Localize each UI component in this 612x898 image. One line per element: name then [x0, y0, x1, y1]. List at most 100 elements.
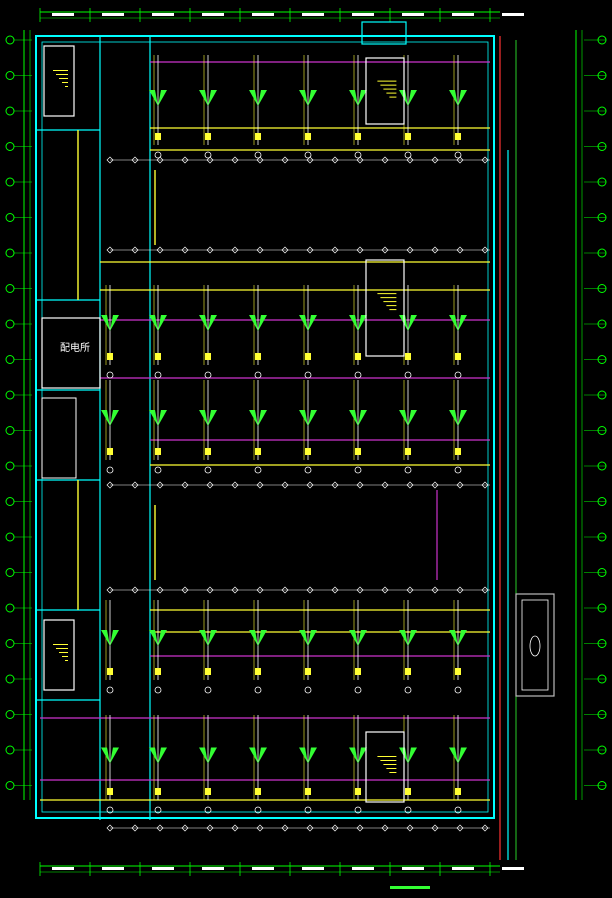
corridor-node: [406, 246, 414, 254]
scale-bar: [390, 886, 430, 889]
dimension-text-mark: [302, 13, 324, 16]
junction-node: [454, 466, 462, 474]
corridor-node: [106, 824, 114, 832]
equipment-box-icon: [255, 133, 261, 140]
corridor-node: [281, 481, 289, 489]
grid-bubble-icon: [5, 745, 15, 755]
branch-arrow: [358, 747, 367, 764]
equipment-box-icon: [305, 353, 311, 360]
cable-branch-icon: [299, 380, 317, 474]
junction-node: [454, 686, 462, 694]
junction-node: [254, 806, 262, 814]
corridor-node: [456, 246, 464, 254]
junction-node: [204, 371, 212, 379]
bottom-dimension-line: [39, 862, 524, 876]
cable-branch-icon: [249, 380, 267, 474]
corridor-node: [481, 824, 489, 832]
cable-branch-icon: [299, 285, 317, 379]
branch-arrow: [258, 410, 267, 426]
cable-branch-icon: [399, 715, 417, 814]
corridor-node: [206, 246, 214, 254]
branch-arrow: [208, 410, 217, 426]
branch-arrow: [458, 410, 467, 426]
stair-enclosure: [365, 259, 405, 357]
corridor-node: [256, 586, 264, 594]
dimension-text-mark: [52, 867, 74, 870]
cable-branch-icon: [449, 380, 467, 474]
equipment-panel-inner: [521, 599, 549, 691]
branch-arrow: [258, 315, 267, 331]
corridor-node: [381, 824, 389, 832]
equipment-box-icon: [107, 668, 113, 675]
branch-arrow: [249, 90, 258, 106]
grid-bubble-icon: [5, 213, 15, 222]
corridor-node: [206, 586, 214, 594]
corridor-node: [356, 481, 364, 489]
junction-node: [204, 466, 212, 474]
grid-bubble-icon: [5, 35, 15, 45]
cable-branch-icon: [149, 285, 167, 379]
grid-bubble-icon: [5, 142, 15, 151]
branch-arrow: [101, 410, 110, 426]
corridor-node: [206, 481, 214, 489]
grid-bubble-icon: [5, 248, 15, 258]
cable-branch-icon: [149, 715, 167, 814]
branch-arrow: [199, 315, 208, 331]
grid-bubble-icon: [5, 639, 15, 648]
corridor-node: [231, 586, 239, 594]
stair-icon: [365, 731, 405, 803]
grid-bubble-icon: [5, 319, 15, 329]
top-dimension-line: [39, 8, 524, 22]
branch-arrow: [149, 90, 158, 106]
corridor-node: [406, 586, 414, 594]
cable-branch-icon: [149, 380, 167, 474]
corridor-node: [331, 824, 339, 832]
junction-node: [154, 806, 162, 814]
corridor-node: [231, 481, 239, 489]
roof-stair-wall: [361, 21, 407, 45]
service-room: [41, 397, 77, 479]
corridor-node: [456, 481, 464, 489]
corridor-node: [356, 246, 364, 254]
branch-arrow: [149, 630, 158, 646]
branch-arrow: [408, 90, 417, 106]
equipment-box-icon: [455, 448, 461, 455]
branch-arrow: [358, 90, 367, 106]
cable-branch-icon: [199, 600, 217, 694]
equipment-box-icon: [305, 788, 311, 795]
grid-bubble-icon: [5, 106, 15, 116]
cable-branch-icon: [199, 55, 217, 159]
corridor-node: [106, 586, 114, 594]
branch-arrow: [299, 410, 308, 426]
branch-arrow: [458, 315, 467, 331]
dimension-text-mark: [202, 867, 224, 870]
branch-arrow: [349, 90, 358, 106]
branch-arrow: [110, 747, 119, 764]
junction-node: [304, 371, 312, 379]
branch-arrow: [308, 90, 317, 106]
junction-node: [304, 806, 312, 814]
grid-bubble-icon: [5, 355, 15, 364]
branch-arrow: [308, 410, 317, 426]
corridor-node: [431, 246, 439, 254]
corridor-node: [106, 481, 114, 489]
branch-arrow: [208, 315, 217, 331]
cable-branch-icon: [101, 285, 119, 379]
cable-branch-icon: [349, 715, 367, 814]
equipment-box-icon: [107, 353, 113, 360]
outer-wall: [35, 35, 495, 819]
corridor-node: [156, 586, 164, 594]
grid-bubble-icon: [5, 390, 15, 400]
branch-arrow: [408, 410, 417, 426]
equipment-box-icon: [107, 448, 113, 455]
stair-icon: [365, 259, 405, 357]
stair-enclosure: [43, 619, 75, 691]
corridor-node: [431, 824, 439, 832]
branch-circuits: [101, 55, 490, 832]
cable-branch-icon: [399, 285, 417, 379]
junction-node: [354, 151, 362, 159]
branch-arrow: [208, 630, 217, 646]
branch-arrow: [249, 747, 258, 764]
dimension-text-mark: [402, 867, 424, 870]
branch-arrow: [199, 410, 208, 426]
